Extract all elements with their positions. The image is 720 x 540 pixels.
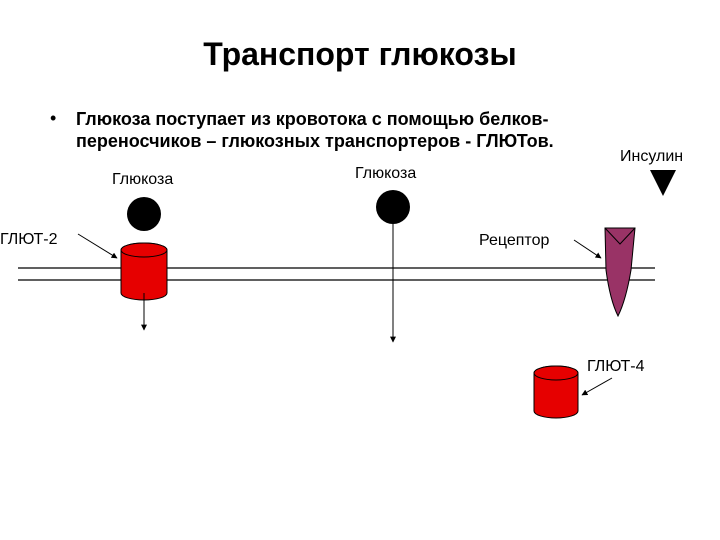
bullet-text: Глюкоза поступает из кровотока с помощью… [76,109,554,151]
insulin-receptor [604,227,636,318]
insulin-icon [650,170,676,196]
insulin-label: Инсулин [620,148,684,165]
receptor-label: Рецептор [479,232,550,249]
glut4-pointer-arrow [581,377,613,396]
glut2-pointer-arrow [77,233,118,259]
bullet-marker: • [50,108,57,128]
glucose-molecule-left [127,197,161,231]
glucose-label-left: Глюкоза [112,171,174,188]
glucose-label-middle: Глюкоза [355,165,417,182]
receptor-pointer-arrow [573,239,602,259]
glut2-label: ГЛЮТ-2 [0,231,58,248]
glucose-molecule-middle [376,190,410,224]
glut4-label: ГЛЮТ-4 [587,358,645,375]
slide-title: Транспорт глюкозы [203,36,517,72]
glut4-transporter [533,365,579,419]
glut2-transporter [120,242,168,301]
